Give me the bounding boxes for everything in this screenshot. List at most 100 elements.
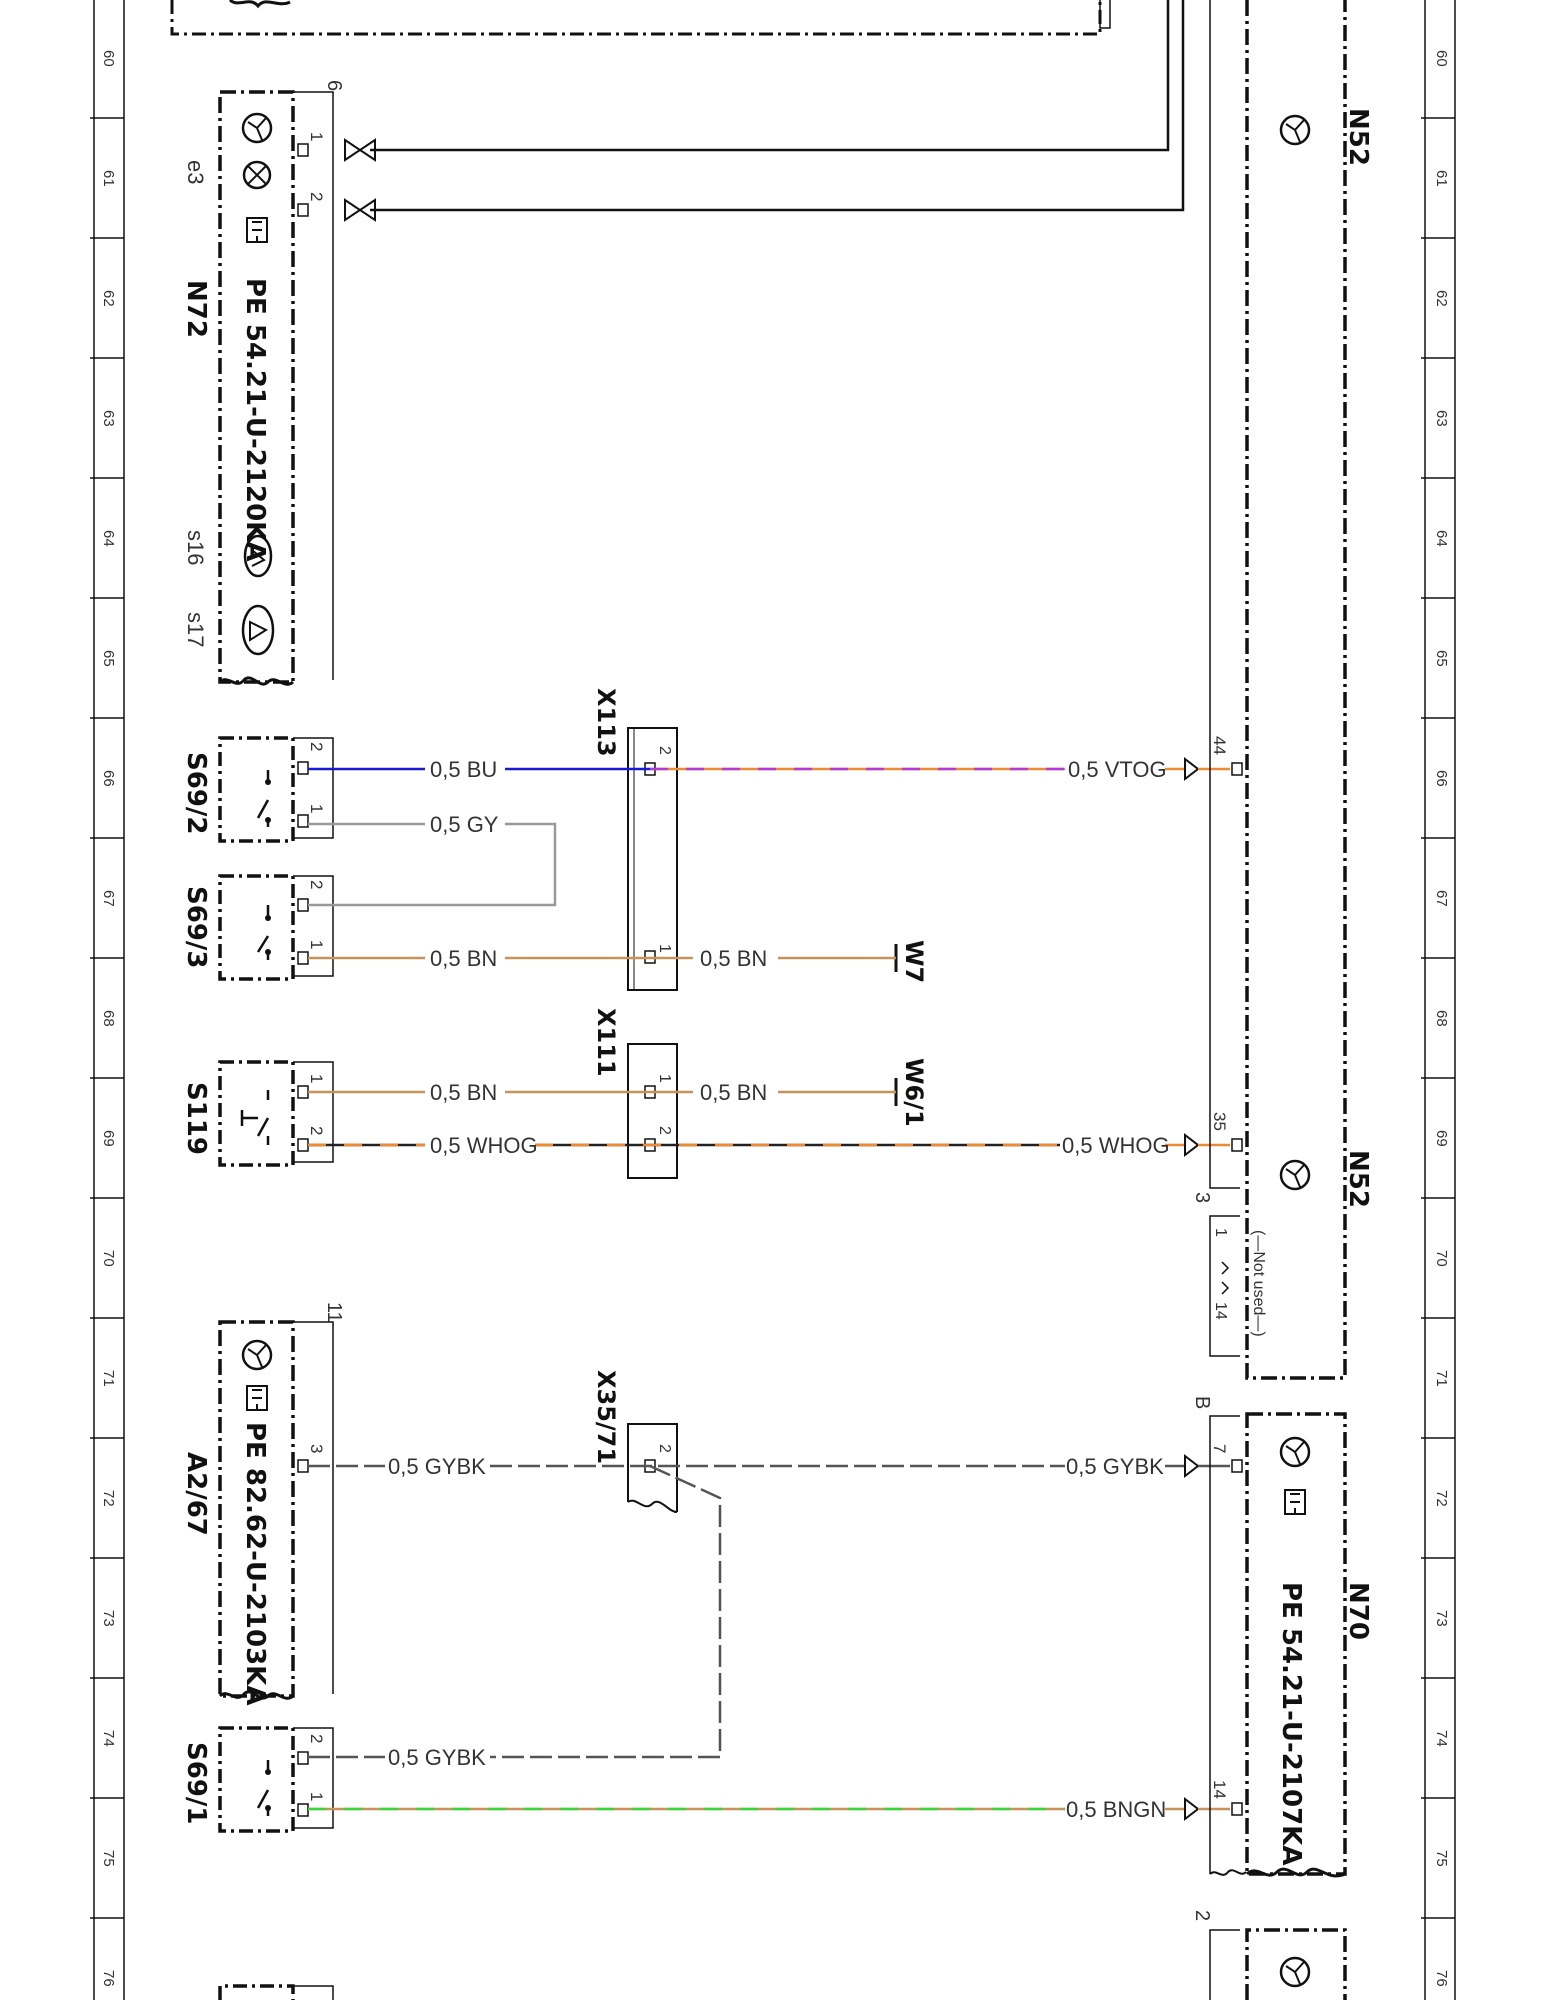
s119-pin-1: 1: [307, 1074, 326, 1083]
n52-not-used-pins: 1 14 (—Not used—): [1209, 1215, 1267, 1357]
switch-s69-3[interactable]: S69/3 2 1: [181, 874, 334, 981]
ground-w6-1[interactable]: W6/1: [894, 1058, 928, 1127]
left-ruler-label: 73: [100, 1610, 117, 1627]
entry-arrows: [1184, 756, 1230, 1822]
n70-pin-14: 14: [1210, 1780, 1229, 1799]
top-module-frame: [170, 0, 1111, 36]
a2-67-pin-3: 3: [307, 1444, 326, 1453]
s69-2-pin-1: 1: [307, 804, 326, 813]
right-ruler-label: 72: [1433, 1490, 1450, 1507]
w7-id: W7: [900, 940, 928, 983]
transistor-icon: [241, 112, 273, 144]
x113-pin-1: 1: [656, 944, 673, 953]
s119-id: S119: [181, 1082, 211, 1155]
n72-e3-label: e3: [183, 160, 208, 184]
n70-pin-7: 7: [1210, 1444, 1229, 1453]
s69-1-pin-2: 2: [307, 1734, 326, 1743]
left-ruler-label: 70: [100, 1250, 117, 1267]
left-ruler-label: 68: [100, 1010, 117, 1027]
x113-pin-2: 2: [656, 746, 673, 755]
n70-ref: PE 54.21-U-2107KA: [1276, 1582, 1306, 1865]
x111-id: X111: [592, 1008, 620, 1077]
module-n70[interactable]: B N70 PE 54.21-U-2107KA 7 14: [1191, 1396, 1373, 1878]
connector-x113[interactable]: X113 2 1: [592, 688, 678, 991]
right-ruler-label: 61: [1433, 170, 1450, 187]
n52-top-id: N52: [1343, 108, 1373, 166]
left-ruler-label: 69: [100, 1130, 117, 1147]
s69-1-id: S69/1: [181, 1742, 211, 1825]
module-a2-67[interactable]: 11 A2/67 PE 82.62-U-2103KA 3: [181, 1302, 345, 1705]
left-ruler-label: 75: [100, 1850, 117, 1867]
left-ruler-label: 76: [100, 1970, 117, 1987]
svg-text:1: 1: [307, 132, 326, 141]
s69-3-pin-2: 2: [307, 880, 326, 889]
n72-top-number: 6: [323, 80, 345, 91]
right-ruler-label: 62: [1433, 290, 1450, 307]
n52-nu-pin-1: 1: [1212, 1228, 1229, 1237]
module-n52[interactable]: N52 N52 44 35 3 1 14 (—Not used—): [1191, 0, 1373, 1380]
right-ruler-label: 60: [1433, 50, 1450, 67]
x35-71-id: X35/71: [592, 1370, 620, 1464]
right-ruler-label: 73: [1433, 1610, 1450, 1627]
wire-label-whog-1: 0,5 WHOG: [430, 1133, 538, 1158]
right-ruler-label: 65: [1433, 650, 1450, 667]
a2-67-id: A2/67: [181, 1452, 211, 1536]
n52-nu-pin-14: 14: [1212, 1302, 1229, 1320]
n52-pin-35: 35: [1210, 1112, 1229, 1131]
n52-connector-3: 3: [1191, 1192, 1213, 1203]
a2-67-ref: PE 82.62-U-2103KA: [240, 1422, 270, 1705]
right-ruler-label: 71: [1433, 1370, 1450, 1387]
hand-reference-icon: [1284, 1489, 1306, 1515]
wire-label-bngn: 0,5 BNGN: [1066, 1797, 1166, 1822]
n52-bottom-id: N52: [1343, 1150, 1373, 1208]
hand-reference-icon: [246, 217, 268, 243]
switch-s69-1[interactable]: S69/1 2 1: [181, 1726, 334, 1833]
ground-w7[interactable]: W7: [894, 940, 928, 983]
left-ruler-label: 74: [100, 1730, 117, 1747]
transistor-icon: [1279, 114, 1311, 146]
left-ruler-label: 63: [100, 410, 117, 427]
connector-arrow-icon: [344, 138, 376, 162]
switch-s69-2[interactable]: S69/2 2 1: [181, 736, 334, 843]
x113-id: X113: [592, 688, 620, 757]
right-ruler-label: 68: [1433, 1010, 1450, 1027]
wires: [308, 767, 1185, 1811]
n70-connector-b: B: [1191, 1396, 1213, 1409]
switch-s119[interactable]: S119 1 2: [181, 1060, 334, 1167]
hand-reference-icon: [246, 1385, 268, 1411]
connector-x111[interactable]: X111 1 2: [592, 1008, 678, 1179]
wire-label-bu: 0,5 BU: [430, 757, 497, 782]
s69-3-id: S69/3: [181, 886, 211, 969]
module-next-partial: 2: [1191, 1910, 1347, 2000]
wire-label-bn-3: 0,5 BN: [430, 1080, 497, 1105]
n72-s16-label: s16: [183, 530, 208, 565]
n72-feed-wires: [344, 0, 1185, 222]
right-ruler-label: 76: [1433, 1970, 1450, 1987]
transistor-icon: [1279, 1956, 1311, 1988]
n72-s17-label: s17: [183, 612, 208, 647]
right-ruler-label: 70: [1433, 1250, 1450, 1267]
wire-labels: 0,5 BU 0,5 VTOG 0,5 GY 0,5 BN 0,5 BN 0,5…: [388, 757, 1170, 1822]
connector-x35-71[interactable]: X35/71 2: [592, 1370, 678, 1513]
lamp-icon: [242, 160, 272, 190]
s119-pin-2: 2: [307, 1126, 326, 1135]
n72-id: N72: [181, 280, 211, 338]
wire-label-vtog-end: 0,5 VTOG: [1068, 757, 1167, 782]
wire-label-gybk-2: 0,5 GYBK: [1066, 1454, 1164, 1479]
wire-label-bn-2: 0,5 BN: [700, 946, 767, 971]
left-ruler-label: 67: [100, 890, 117, 907]
x111-pin-2: 2: [656, 1126, 673, 1135]
left-ruler-label: 72: [100, 1490, 117, 1507]
left-ruler-label: 64: [100, 530, 117, 547]
s69-1-pin-1: 1: [307, 1792, 326, 1801]
transistor-icon: [1279, 1159, 1311, 1191]
module-n72[interactable]: 6 e3 s16 s17 N72 PE 54.21-U-2120KA 1: [181, 80, 345, 686]
wire-label-gybk-1: 0,5 GYBK: [388, 1454, 486, 1479]
left-ruler-label: 66: [100, 770, 117, 787]
w6-1-id: W6/1: [900, 1058, 928, 1127]
n52-pin-44: 44: [1210, 736, 1229, 755]
wire-label-gy: 0,5 GY: [430, 812, 499, 837]
left-ruler-label: 60: [100, 50, 117, 67]
wire-label-whog-2: 0,5 WHOG: [1062, 1133, 1170, 1158]
